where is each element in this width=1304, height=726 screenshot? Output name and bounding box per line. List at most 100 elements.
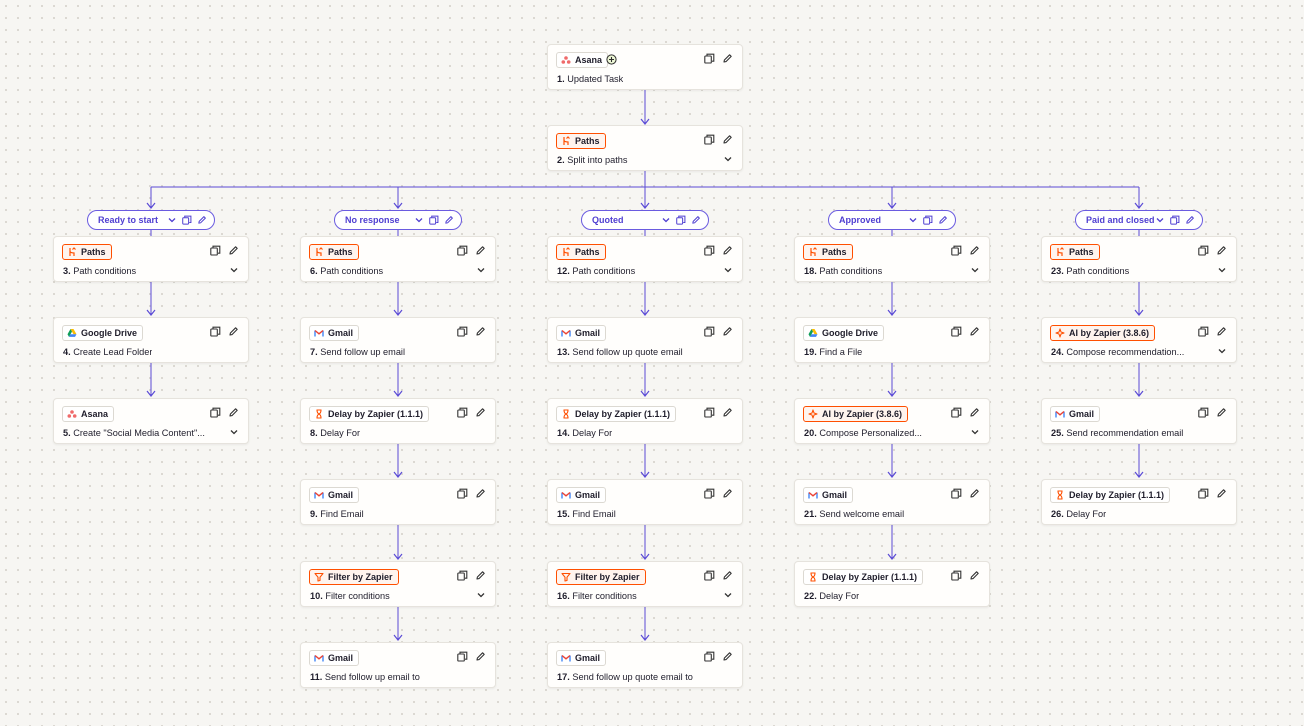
- chevron-down-icon[interactable]: [229, 427, 239, 437]
- pencil-icon[interactable]: [722, 326, 733, 337]
- copy-icon[interactable]: [704, 570, 715, 581]
- step-card[interactable]: AI by Zapier (3.8.6)20. Compose Personal…: [794, 398, 990, 444]
- copy-icon[interactable]: [704, 326, 715, 337]
- copy-icon[interactable]: [676, 215, 686, 225]
- step-card[interactable]: Delay by Zapier (1.1.1)26. Delay For: [1041, 479, 1237, 525]
- pencil-icon[interactable]: [1185, 215, 1195, 225]
- path-pill-approved[interactable]: Approved: [828, 210, 956, 230]
- chevron-down-icon[interactable]: [1217, 346, 1227, 356]
- path-pill-ready-to-start[interactable]: Ready to start: [87, 210, 215, 230]
- pencil-icon[interactable]: [228, 407, 239, 418]
- pencil-icon[interactable]: [475, 570, 486, 581]
- pencil-icon[interactable]: [722, 651, 733, 662]
- copy-icon[interactable]: [210, 245, 221, 256]
- pencil-icon[interactable]: [1216, 326, 1227, 337]
- chevron-down-icon[interactable]: [476, 590, 486, 600]
- chevron-down-icon[interactable]: [1155, 215, 1165, 225]
- pencil-icon[interactable]: [938, 215, 948, 225]
- copy-icon[interactable]: [704, 488, 715, 499]
- pencil-icon[interactable]: [969, 570, 980, 581]
- copy-icon[interactable]: [951, 245, 962, 256]
- chevron-down-icon[interactable]: [661, 215, 671, 225]
- chevron-down-icon[interactable]: [723, 154, 733, 164]
- chevron-down-icon[interactable]: [167, 215, 177, 225]
- pencil-icon[interactable]: [228, 245, 239, 256]
- pencil-icon[interactable]: [969, 245, 980, 256]
- pencil-icon[interactable]: [691, 215, 701, 225]
- pencil-icon[interactable]: [722, 570, 733, 581]
- copy-icon[interactable]: [457, 488, 468, 499]
- copy-icon[interactable]: [704, 245, 715, 256]
- pencil-icon[interactable]: [1216, 488, 1227, 499]
- chevron-down-icon[interactable]: [476, 265, 486, 275]
- copy-icon[interactable]: [210, 326, 221, 337]
- plus-circle-icon[interactable]: [606, 54, 617, 65]
- copy-icon[interactable]: [457, 326, 468, 337]
- copy-icon[interactable]: [704, 651, 715, 662]
- pencil-icon[interactable]: [228, 326, 239, 337]
- copy-icon[interactable]: [1170, 215, 1180, 225]
- chevron-down-icon[interactable]: [970, 427, 980, 437]
- pencil-icon[interactable]: [722, 134, 733, 145]
- pencil-icon[interactable]: [1216, 245, 1227, 256]
- pencil-icon[interactable]: [1216, 407, 1227, 418]
- copy-icon[interactable]: [923, 215, 933, 225]
- pencil-icon[interactable]: [722, 53, 733, 64]
- step-card[interactable]: Delay by Zapier (1.1.1)22. Delay For: [794, 561, 990, 607]
- copy-icon[interactable]: [1198, 326, 1209, 337]
- pencil-icon[interactable]: [722, 407, 733, 418]
- copy-icon[interactable]: [951, 326, 962, 337]
- step-card[interactable]: Delay by Zapier (1.1.1)8. Delay For: [300, 398, 496, 444]
- copy-icon[interactable]: [951, 570, 962, 581]
- copy-icon[interactable]: [457, 245, 468, 256]
- copy-icon[interactable]: [210, 407, 221, 418]
- path-pill-quoted[interactable]: Quoted: [581, 210, 709, 230]
- copy-icon[interactable]: [951, 407, 962, 418]
- pencil-icon[interactable]: [475, 407, 486, 418]
- pencil-icon[interactable]: [722, 488, 733, 499]
- copy-icon[interactable]: [429, 215, 439, 225]
- pencil-icon[interactable]: [969, 326, 980, 337]
- pencil-icon[interactable]: [444, 215, 454, 225]
- copy-icon[interactable]: [704, 407, 715, 418]
- copy-icon[interactable]: [951, 488, 962, 499]
- chevron-down-icon[interactable]: [229, 265, 239, 275]
- copy-icon[interactable]: [704, 53, 715, 64]
- chevron-down-icon[interactable]: [970, 265, 980, 275]
- pencil-icon[interactable]: [475, 326, 486, 337]
- chevron-down-icon[interactable]: [908, 215, 918, 225]
- copy-icon[interactable]: [704, 134, 715, 145]
- copy-icon[interactable]: [1198, 407, 1209, 418]
- copy-icon[interactable]: [1198, 245, 1209, 256]
- chevron-down-icon[interactable]: [723, 265, 733, 275]
- step-card[interactable]: Delay by Zapier (1.1.1)14. Delay For: [547, 398, 743, 444]
- path-pill-no-response[interactable]: No response: [334, 210, 462, 230]
- path-pill-paid-and-closed[interactable]: Paid and closed: [1075, 210, 1203, 230]
- pencil-icon[interactable]: [475, 651, 486, 662]
- copy-icon[interactable]: [457, 651, 468, 662]
- chevron-down-icon[interactable]: [1217, 265, 1227, 275]
- pencil-icon[interactable]: [722, 245, 733, 256]
- chevron-down-icon[interactable]: [723, 590, 733, 600]
- pencil-icon[interactable]: [475, 245, 486, 256]
- copy-icon[interactable]: [1198, 488, 1209, 499]
- pencil-icon[interactable]: [475, 488, 486, 499]
- pencil-icon[interactable]: [969, 488, 980, 499]
